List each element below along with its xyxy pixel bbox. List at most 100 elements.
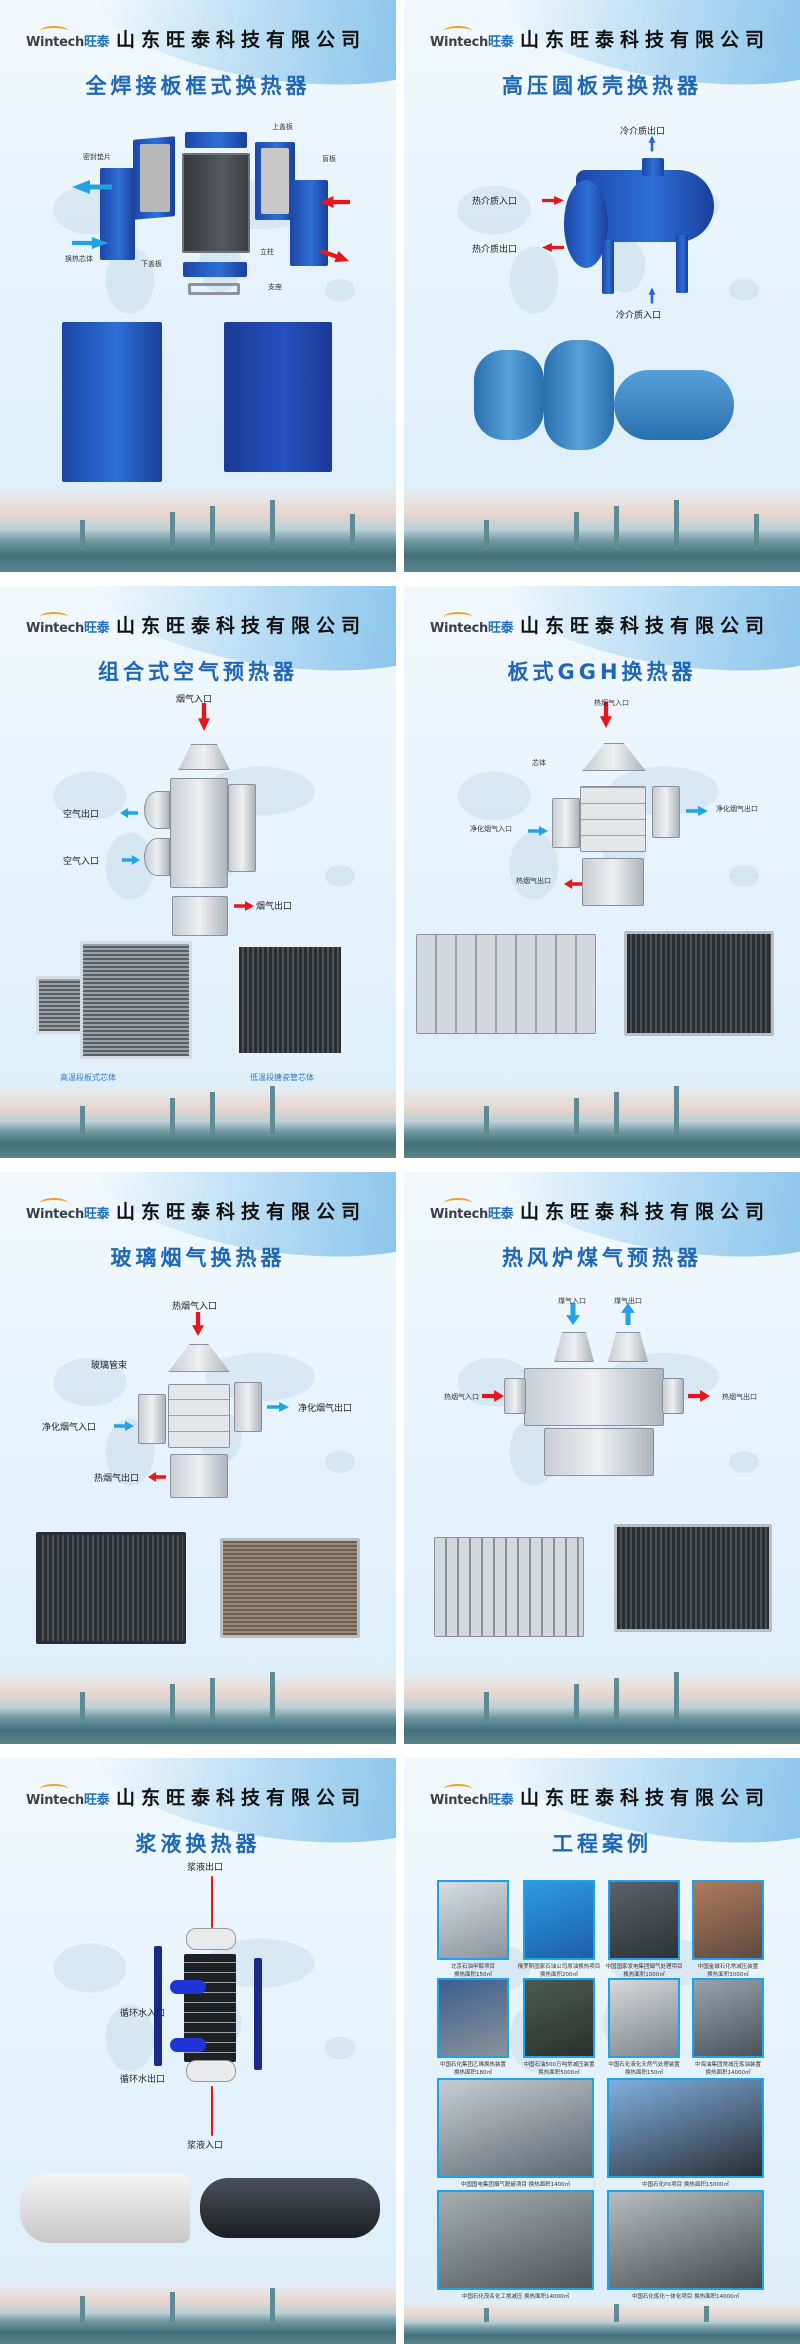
case-caption: 中国金城石化常减压装置换热面积3000㎡ <box>686 1963 770 1979</box>
case-area: 换热面积150㎡ <box>625 2070 663 2076</box>
label-clean-in: 净化烟气入口 <box>470 825 512 833</box>
clean-out-arrow-icon <box>686 806 708 816</box>
logo: Wintech旺泰 <box>430 1784 514 1808</box>
case-photo <box>437 2190 594 2290</box>
city-skyline <box>404 1672 800 1744</box>
label-flue-out: 烟气出口 <box>256 902 293 912</box>
poster-title: 玻璃烟气换热器 <box>110 1246 286 1270</box>
label-clean-out: 净化烟气出口 <box>716 805 758 813</box>
case-photo <box>607 2078 764 2178</box>
case-area: 换热面积150㎡ <box>454 1972 492 1978</box>
product-photo-vessel-2 <box>544 340 614 450</box>
product-photo-glass-2 <box>220 1538 360 1638</box>
case-name: 中国金城石化常减压装置 <box>697 1964 759 1970</box>
case-caption: 北京石油甲醇项目换热面积150㎡ <box>431 1963 515 1979</box>
logo: Wintech旺泰 <box>26 26 110 50</box>
case-photo <box>437 1978 509 2058</box>
case-photo <box>607 2190 764 2290</box>
air-in-arrow-icon <box>122 855 140 865</box>
poster-title: 板式GGH换热器 <box>507 660 697 684</box>
label-support: 支座 <box>268 283 282 291</box>
case-caption: 中国国电集团烟气脱硫项目 换热面积1400㎡ <box>431 2181 600 2189</box>
city-skyline <box>0 490 396 572</box>
poster-slurry-exchanger: Wintech旺泰 山东旺泰科技有限公司 浆液换热器 浆液出口 循环水入口 循环… <box>0 1758 396 2344</box>
poster-title: 组合式空气预热器 <box>98 660 298 684</box>
slurry-out-arrow-icon <box>211 1876 213 1928</box>
company-name: 山东旺泰科技有限公司 <box>520 615 771 637</box>
case-photo <box>608 1880 680 1960</box>
logo: Wintech旺泰 <box>430 612 514 636</box>
company-name: 山东旺泰科技有限公司 <box>520 1201 771 1223</box>
poster-shell-plate-exchanger: Wintech旺泰 山东旺泰科技有限公司 高压圆板壳换热器 冷介质出口 热介质入… <box>404 0 800 572</box>
logo: Wintech旺泰 <box>26 612 110 636</box>
case-photo <box>437 2078 594 2178</box>
case-caption: 中国石化集团乙烯换热装置换热面积180㎡ <box>431 2061 515 2077</box>
city-skyline <box>404 490 800 572</box>
label-hot-flue-in: 热烟气入口 <box>444 1393 479 1401</box>
product-photo-welded-2 <box>224 322 332 472</box>
product-photo-enamel-core <box>236 944 344 1056</box>
clean-in-arrow-icon <box>528 826 548 836</box>
label-hot-flue-out: 热烟气出口 <box>722 1393 757 1401</box>
product-photo-slurry-2 <box>200 2178 380 2238</box>
product-photo-ggh-1 <box>416 934 596 1034</box>
glass-tube-bundle <box>168 1384 230 1448</box>
label-slurry-in: 浆液入口 <box>187 2141 224 2151</box>
case-area: 换热面积14000㎡ <box>705 2070 751 2076</box>
heat-exchange-core <box>182 153 250 253</box>
company-name: 山东旺泰科技有限公司 <box>520 29 771 51</box>
product-photo-slurry-1 <box>20 2173 190 2243</box>
support-frame <box>188 283 240 295</box>
case-name: 中海油集团常减压炼油装置 <box>694 2062 761 2068</box>
case-photo <box>523 1978 595 2058</box>
preheater-body <box>170 778 228 888</box>
side-plate-left <box>154 1946 162 2066</box>
logo: Wintech旺泰 <box>430 1198 514 1222</box>
flue-inlet-duct <box>504 1378 526 1414</box>
label-top-cover: 上盖板 <box>272 123 293 131</box>
bottom-header <box>186 2060 236 2082</box>
case-name: 中国石油500万吨常减压装置 <box>523 2062 595 2068</box>
label-air-out: 空气出口 <box>63 810 100 820</box>
logo: Wintech旺泰 <box>430 26 514 50</box>
label-gas-in: 煤气入口 <box>558 1297 586 1305</box>
label-air-in: 空气入口 <box>63 857 100 867</box>
label-clean-out: 净化烟气出口 <box>298 1404 353 1414</box>
label-hot-flue-in: 热烟气入口 <box>172 1302 218 1312</box>
clean-out-arrow-icon <box>267 1402 289 1412</box>
label-water-out: 循环水出口 <box>120 2075 166 2085</box>
caption-enamel-core: 低温段搪瓷管芯体 <box>250 1073 314 1082</box>
case-photo <box>692 1978 764 2058</box>
company-name: 山东旺泰科技有限公司 <box>116 29 367 51</box>
poster-title: 工程案例 <box>552 1832 652 1856</box>
poster-plate-frame-exchanger: Wintech旺泰 山东旺泰科技有限公司 全焊接板框式换热器 上盖板 密封垫片 … <box>0 0 396 572</box>
caption-plate-core: 高温段板式芯体 <box>60 1073 116 1082</box>
side-plate-right <box>254 1958 262 2070</box>
city-skyline <box>404 2302 800 2344</box>
case-name: 中国国家发电集团烟气处理项目 <box>605 1964 683 1970</box>
case-area: 换热面积3000㎡ <box>707 1972 749 1978</box>
nozzle-top <box>642 158 664 176</box>
product-photo-vessel-3 <box>614 370 734 440</box>
top-cover-plate <box>185 132 247 148</box>
label-hot-flue-in: 热烟气入口 <box>594 699 629 707</box>
label-hot-in: 热介质入口 <box>472 197 518 207</box>
product-photo-glass-1 <box>36 1532 186 1644</box>
logo: Wintech旺泰 <box>26 1784 110 1808</box>
poster-title: 浆液换热器 <box>135 1832 261 1856</box>
city-skyline <box>0 1672 396 1744</box>
clean-outlet-duct <box>652 786 680 838</box>
label-hot-flue-out: 热烟气出口 <box>516 877 551 885</box>
label-gasket: 密封垫片 <box>83 153 111 161</box>
label-cold-out: 冷介质出口 <box>620 127 666 137</box>
case-name: 中国石化茂名化工常减压 换热面积14000㎡ <box>461 2294 570 2300</box>
flue-out-arrow-icon <box>234 901 254 911</box>
company-name: 山东旺泰科技有限公司 <box>116 615 367 637</box>
case-area: 换热面积180㎡ <box>454 2070 492 2076</box>
slurry-in-arrow-icon <box>211 2086 213 2136</box>
company-name: 山东旺泰科技有限公司 <box>520 1787 771 1809</box>
clean-inlet-duct <box>552 798 580 848</box>
case-area: 换热面积200㎡ <box>540 1972 578 1978</box>
case-name: 中国石化炼化一体化项目 换热面积14000㎡ <box>631 2294 740 2300</box>
label-glass-tubes: 玻璃管束 <box>91 1361 128 1371</box>
